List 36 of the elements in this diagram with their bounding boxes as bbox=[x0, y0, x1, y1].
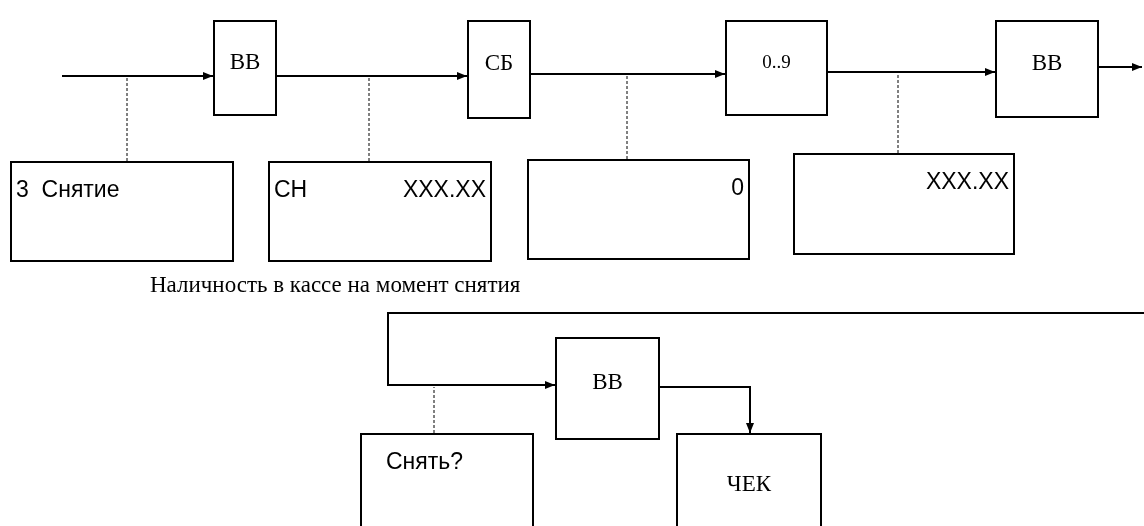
display-text: 0 bbox=[731, 173, 744, 202]
arrow bbox=[659, 386, 754, 434]
arrow bbox=[387, 312, 1144, 389]
display-text: СН bbox=[274, 175, 308, 204]
arrow bbox=[1098, 63, 1143, 71]
display-screen bbox=[360, 433, 534, 526]
leader-line bbox=[368, 76, 370, 162]
key-box bbox=[995, 20, 1099, 118]
note-text: Наличность в кассе на момент снятия bbox=[150, 271, 521, 299]
arrow bbox=[530, 70, 726, 78]
key-label: ВВ bbox=[229, 47, 261, 76]
key-label: ВВ bbox=[592, 368, 623, 397]
leader-line bbox=[126, 77, 128, 162]
display-screen bbox=[527, 159, 750, 260]
leader-line bbox=[626, 75, 628, 160]
key-label: СБ bbox=[484, 49, 514, 78]
key-box bbox=[467, 20, 531, 119]
key-label: ВВ bbox=[1031, 48, 1063, 77]
display-screen bbox=[268, 161, 492, 262]
display-text: XXX.XX bbox=[925, 167, 1009, 196]
display-screen bbox=[793, 153, 1015, 255]
key-label: ЧЕК bbox=[726, 470, 772, 498]
key-box bbox=[676, 433, 822, 526]
arrow bbox=[61, 72, 214, 80]
key-box bbox=[213, 20, 277, 116]
display-text: 3 Снятие bbox=[16, 175, 120, 204]
leader-line bbox=[897, 72, 899, 154]
key-box bbox=[555, 337, 660, 440]
display-screen bbox=[10, 161, 234, 262]
display-text: Снять? bbox=[386, 447, 464, 476]
key-label: 0..9 bbox=[762, 49, 791, 74]
display-text: XXX.XX bbox=[402, 175, 486, 204]
key-box bbox=[725, 20, 828, 116]
arrow bbox=[276, 72, 468, 80]
leader-line bbox=[433, 386, 435, 434]
arrow bbox=[827, 68, 996, 76]
